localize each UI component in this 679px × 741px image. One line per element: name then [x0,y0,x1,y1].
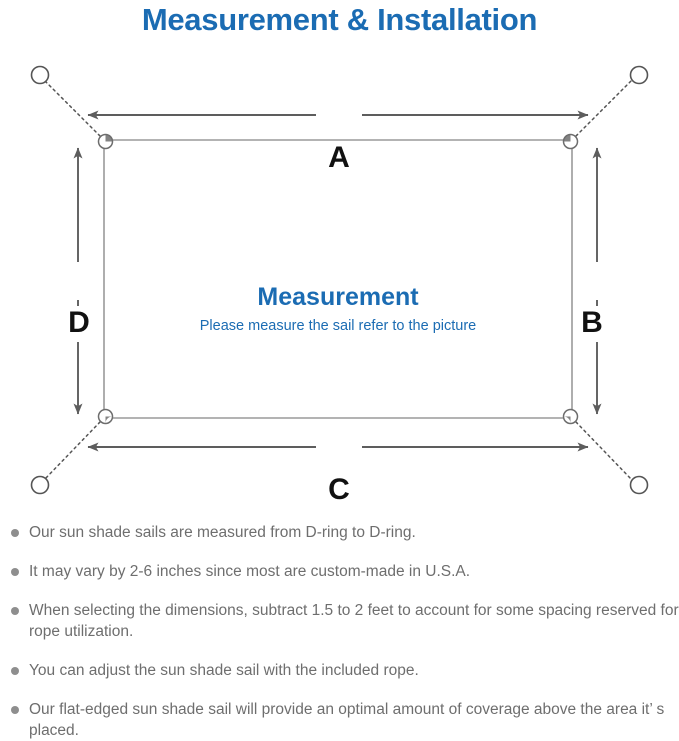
anchor-point-bottom-right [629,475,649,495]
bullet-icon [11,706,19,714]
bullet-icon [11,529,19,537]
list-item: When selecting the dimensions, subtract … [0,600,679,642]
diagram-canvas [30,65,649,495]
dimension-label-a: A [318,141,360,175]
sail-caption-subtitle: Please measure the sail refer to the pic… [199,318,477,334]
list-item: It may vary by 2-6 inches since most are… [0,561,679,582]
bullet-icon [11,667,19,675]
rope-bottom-left [43,421,101,481]
measurement-diagram: A B C D Measurement Please measure the s… [0,44,679,514]
dimension-label-b: B [576,306,608,342]
bullet-icon [11,607,19,615]
note-text: When selecting the dimensions, subtract … [29,602,679,640]
anchor-point-top-left [30,65,50,85]
list-item: Our sun shade sails are measured from D-… [0,522,679,543]
rope-bottom-right [575,421,633,481]
dimension-label-c: C [318,473,360,507]
list-item: You can adjust the sun shade sail with t… [0,660,679,681]
dimension-label-d: D [63,306,95,342]
list-item: Our flat-edged sun shade sail will provi… [0,699,679,741]
note-text: Our flat-edged sun shade sail will provi… [29,701,665,739]
note-text: You can adjust the sun shade sail with t… [29,662,419,679]
sail-caption-title: Measurement [257,283,419,311]
anchor-point-top-right [629,65,649,85]
page-title: Measurement & Installation [141,2,538,37]
rope-top-left [43,79,101,137]
note-text: It may vary by 2-6 inches since most are… [29,563,471,580]
bullet-icon [11,568,19,576]
notes-list: Our sun shade sails are measured from D-… [0,522,679,741]
note-text: Our sun shade sails are measured from D-… [29,524,416,541]
rope-top-right [575,79,633,137]
sail-center-caption: Measurement Please measure the sail refe… [104,282,572,336]
anchor-point-bottom-left [30,475,50,495]
sail-panel [103,139,573,419]
